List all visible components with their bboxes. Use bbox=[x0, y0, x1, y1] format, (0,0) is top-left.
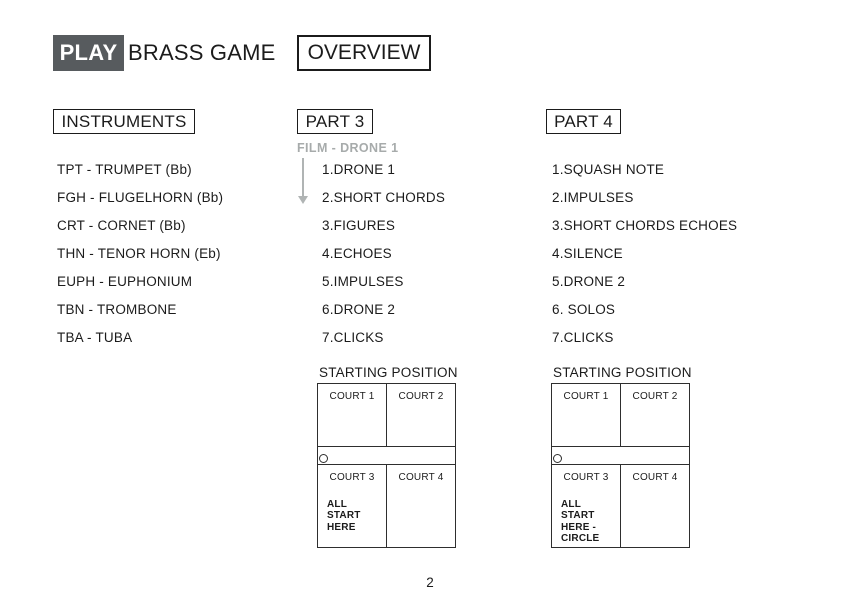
sequence-item: 2.IMPULSES bbox=[552, 190, 634, 205]
instrument-item: TBN - TROMBONE bbox=[57, 302, 177, 317]
court-label: COURT 2 bbox=[398, 391, 444, 402]
part4-sequence-list: 1.SQUASH NOTE 2.IMPULSES 3.SHORT CHORDS … bbox=[552, 162, 737, 345]
court-1-cell: COURT 1 bbox=[318, 384, 387, 446]
part4-court-diagram: COURT 1 COURT 2 COURT 3 ALL START HERE -… bbox=[551, 383, 690, 548]
court-label: COURT 2 bbox=[632, 391, 678, 402]
court-label: COURT 1 bbox=[329, 391, 375, 402]
instrument-item: CRT - CORNET (Bb) bbox=[57, 218, 186, 233]
play-badge: PLAY bbox=[53, 35, 124, 71]
instrument-item: THN - TENOR HORN (Eb) bbox=[57, 246, 221, 261]
page-title: BRASS GAME bbox=[128, 40, 276, 65]
sequence-item: 6. SOLOS bbox=[552, 302, 616, 317]
overview-badge: OVERVIEW bbox=[297, 35, 431, 71]
court-2-cell: COURT 2 bbox=[621, 384, 689, 446]
sequence-item: 5.IMPULSES bbox=[322, 274, 404, 289]
court-row-top: COURT 1 COURT 2 bbox=[318, 384, 455, 447]
page-number: 2 bbox=[426, 575, 434, 590]
instrument-item: TBA - TUBA bbox=[57, 330, 133, 345]
court-2-cell: COURT 2 bbox=[387, 384, 455, 446]
part3-starting-position-title: STARTING POSITION bbox=[319, 365, 458, 380]
film-drone-label: FILM - DRONE 1 bbox=[297, 141, 399, 155]
sequence-item: 4.SILENCE bbox=[552, 246, 623, 261]
start-circle-icon bbox=[552, 454, 562, 463]
court-4-cell: COURT 4 bbox=[621, 465, 689, 548]
arrow-head bbox=[298, 196, 308, 204]
court-3-cell: COURT 3 ALL START HERE bbox=[318, 464, 387, 547]
part3-sequence-list: 1.DRONE 1 2.SHORT CHORDS 3.FIGURES 4.ECH… bbox=[322, 162, 445, 345]
start-circle-icon bbox=[318, 454, 328, 463]
sequence-item: 2.SHORT CHORDS bbox=[322, 190, 446, 205]
sequence-item: 7.CLICKS bbox=[552, 330, 614, 345]
instrument-item: TPT - TRUMPET (Bb) bbox=[57, 162, 192, 177]
sequence-item: 1.DRONE 1 bbox=[322, 162, 396, 177]
court-row-bottom: COURT 3 ALL START HERE COURT 4 bbox=[318, 464, 455, 548]
court-1-cell: COURT 1 bbox=[552, 384, 621, 446]
sequence-item: 3.SHORT CHORDS ECHOES bbox=[552, 218, 738, 233]
part4-heading: PART 4 bbox=[546, 109, 621, 134]
arrow-line bbox=[302, 158, 304, 196]
sequence-item: 5.DRONE 2 bbox=[552, 274, 626, 289]
part3-heading: PART 3 bbox=[297, 109, 373, 134]
court-label: COURT 4 bbox=[398, 471, 444, 483]
instruments-heading: INSTRUMENTS bbox=[53, 109, 195, 134]
sequence-item: 6.DRONE 2 bbox=[322, 302, 396, 317]
part4-starting-position-title: STARTING POSITION bbox=[553, 365, 692, 380]
court-label: COURT 3 bbox=[329, 471, 375, 483]
court-row-top: COURT 1 COURT 2 bbox=[552, 384, 689, 447]
court-row-bottom: COURT 3 ALL START HERE - CIRCLE COURT 4 bbox=[552, 464, 689, 548]
sequence-item: 4.ECHOES bbox=[322, 246, 392, 261]
sequence-item: 1.SQUASH NOTE bbox=[552, 162, 665, 177]
court-label: COURT 1 bbox=[563, 391, 609, 402]
instruments-list: TPT - TRUMPET (Bb) FGH - FLUGELHORN (Bb)… bbox=[57, 162, 223, 345]
start-note: ALL START HERE bbox=[327, 498, 361, 533]
down-arrow-icon bbox=[298, 158, 308, 204]
court-3-cell: COURT 3 ALL START HERE - CIRCLE bbox=[552, 464, 621, 547]
part3-court-diagram: COURT 1 COURT 2 COURT 3 ALL START HERE C… bbox=[317, 383, 456, 548]
instrument-item: EUPH - EUPHONIUM bbox=[57, 274, 193, 289]
court-4-cell: COURT 4 bbox=[387, 465, 455, 548]
sequence-item: 7.CLICKS bbox=[322, 330, 384, 345]
center-strip bbox=[318, 447, 455, 465]
court-label: COURT 4 bbox=[632, 471, 678, 483]
instrument-item: FGH - FLUGELHORN (Bb) bbox=[57, 190, 224, 205]
center-strip bbox=[552, 447, 689, 465]
court-label: COURT 3 bbox=[563, 471, 609, 483]
start-note: ALL START HERE - CIRCLE bbox=[561, 498, 600, 545]
sequence-item: 3.FIGURES bbox=[322, 218, 396, 233]
